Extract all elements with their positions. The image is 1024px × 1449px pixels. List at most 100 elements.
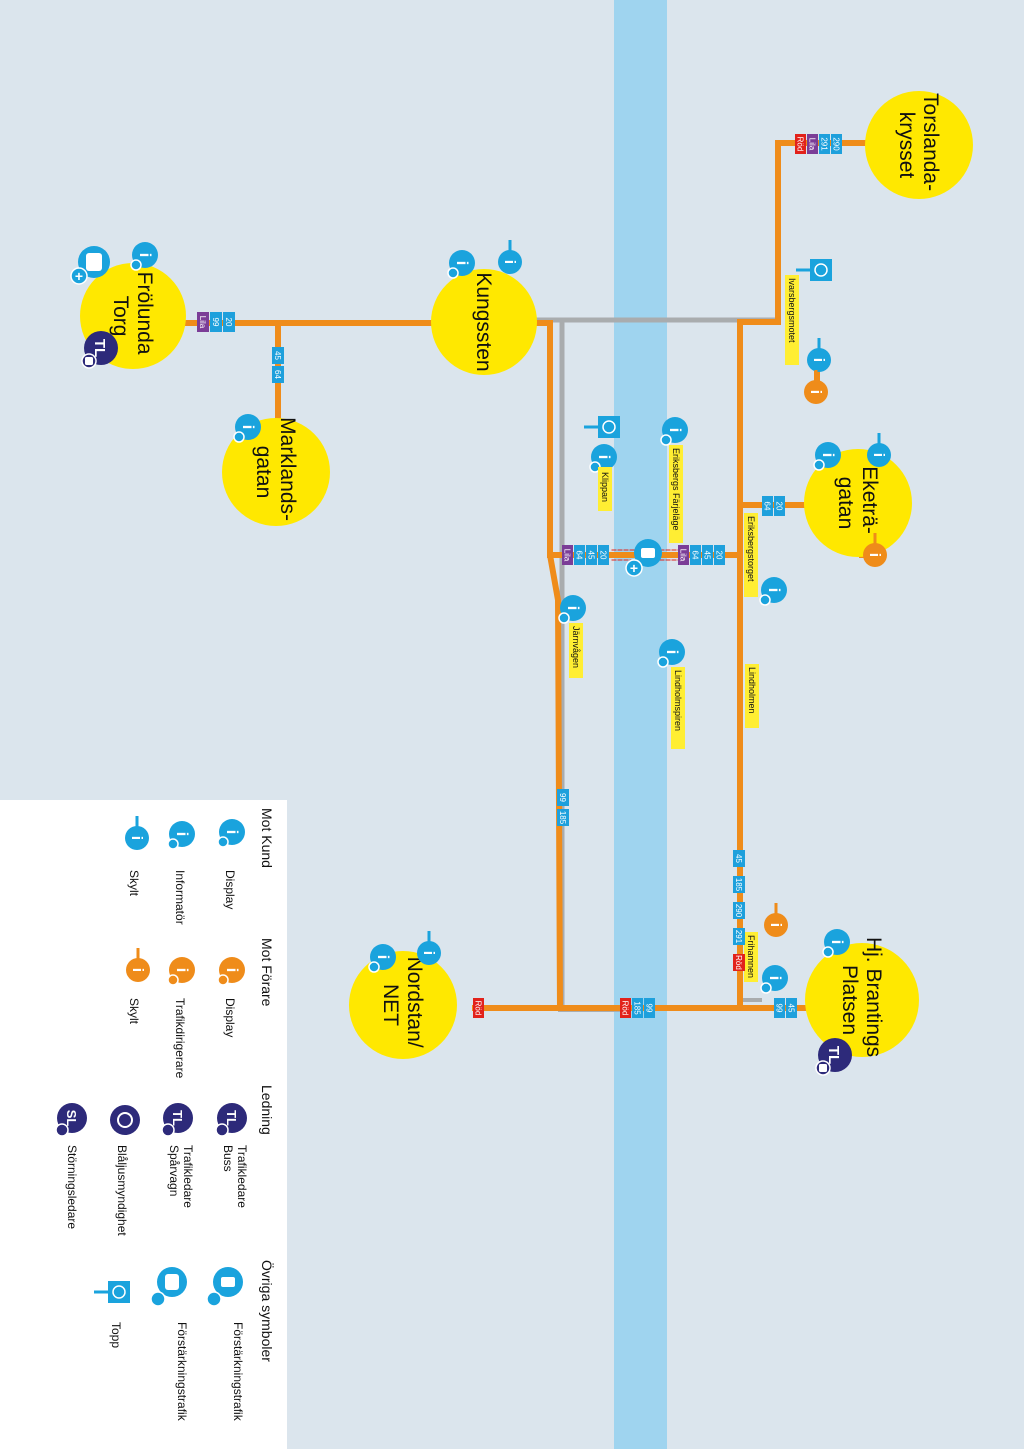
legend-item-label: Förstärkningstrafik	[231, 1322, 245, 1422]
legend-item-label: Informatör	[173, 870, 187, 925]
line-badge	[678, 545, 689, 565]
legend-item-label: Trafikledare	[235, 1145, 249, 1208]
hub-circle	[349, 951, 457, 1059]
svg-text:Nordstan/ NET: Nordstan/ NET	[379, 957, 426, 1054]
legend-item-label: Spårvagn	[167, 1145, 181, 1196]
line-badge	[574, 545, 585, 565]
line-badge	[557, 789, 569, 806]
hub-label: gatan	[834, 477, 857, 530]
line-badge-label: Lila	[679, 549, 688, 562]
svg-text:Trafikledare Spårvagn: Trafikledare Spårvagn	[167, 1145, 195, 1211]
hub-label: Eketrä-	[858, 466, 881, 534]
hub-label: Torg	[109, 296, 132, 337]
hub-label: Marklands-	[276, 417, 299, 521]
svg-text:Lindholmspiren: Lindholmspiren	[673, 670, 683, 731]
line-badge	[733, 850, 745, 867]
legend-item-label: Störningsledare	[65, 1145, 79, 1229]
hub-circle	[431, 269, 537, 375]
legend-item-label: Display	[223, 998, 237, 1037]
hub-circle	[222, 418, 330, 526]
line-badge-label: 64	[575, 551, 584, 560]
svg-text:Trafikledare Buss: Trafikledare Buss	[221, 1145, 249, 1211]
line-badge	[272, 347, 284, 364]
hub-label: Torslanda-	[919, 93, 942, 191]
stop-label-jarnvagen: Järnvågen	[569, 623, 583, 678]
svg-text:SL: SL	[64, 1110, 79, 1127]
line-badge-label: 45	[587, 551, 596, 560]
hub-label: Frölunda	[133, 272, 156, 355]
line-badge-label: Röd	[621, 1001, 630, 1016]
svg-text:+: +	[630, 560, 638, 576]
legend-item-label: Display	[223, 870, 237, 909]
legend-item-label: Buss	[221, 1145, 235, 1172]
line-badge-label: 45	[273, 351, 282, 360]
badge-group-west_vertical: 99 185	[557, 789, 569, 826]
legend-item-label: Trafikdirigerare	[173, 998, 187, 1079]
line-badge-label: Röd	[734, 955, 743, 970]
line-badge-label: Lila	[563, 549, 572, 562]
stop-label-eriksbergstorget: Eriksbergstorget	[744, 513, 758, 597]
svg-text:Eriksbergs Färjeläge: Eriksbergs Färjeläge	[671, 448, 681, 531]
legend-item-label: Förstärkningstrafik	[175, 1322, 189, 1422]
line-badge-label: 99	[558, 793, 567, 802]
hub-nordstan[interactable]: Nordstan/ NET	[349, 951, 457, 1059]
traffic-controller-bus-icon: TL	[815, 1037, 853, 1076]
hub-kungssten[interactable]: Kungssten	[431, 269, 537, 375]
line-badge-label: 99	[211, 318, 220, 327]
line-badge	[733, 902, 745, 919]
traffic-controller-bus-icon: TL	[215, 1103, 247, 1137]
emergency-authority-icon	[110, 1105, 140, 1135]
hub-label: Nordstan/	[403, 957, 426, 1048]
line-badge-label: 45	[787, 1004, 796, 1013]
line-badge-label: 45	[703, 551, 712, 560]
svg-text:Hj. Brantings Platsen: Hj. Brantings Platsen	[838, 937, 885, 1063]
stop-label-lindholmen: Lindholmen	[745, 664, 759, 728]
legend: Mot Kund Display Informatör Skylt Mot Fö…	[0, 800, 287, 1449]
line-badge	[774, 998, 785, 1018]
svg-text:+: +	[75, 268, 83, 284]
svg-text:Lindholmen: Lindholmen	[747, 667, 757, 714]
line-badge-label: 185	[633, 1001, 642, 1015]
badge-group-nordstan: Röd	[473, 998, 484, 1018]
svg-text:Eketrä- gatan: Eketrä- gatan	[834, 466, 881, 540]
hub-eketragatan[interactable]: Eketrä- gatan	[804, 449, 912, 557]
line-badge-label: 290	[832, 137, 841, 151]
line-badge	[562, 545, 573, 565]
svg-text:TL: TL	[91, 339, 108, 357]
stop-label-lindholmspiren: Lindholmspiren	[671, 667, 685, 749]
line-badge	[473, 998, 484, 1018]
river	[614, 0, 667, 1449]
line-badge	[632, 998, 643, 1018]
line-badge	[557, 809, 569, 826]
line-badge	[733, 876, 745, 893]
hub-torslandakrysset[interactable]: Torslanda- krysset	[865, 91, 973, 199]
legend-item-label: Skylt	[127, 870, 141, 897]
svg-text:Kungssten: Kungssten	[472, 272, 495, 371]
line-badge	[733, 928, 745, 945]
line-badge	[795, 134, 806, 154]
line-badge	[620, 998, 631, 1018]
line-badge	[774, 496, 785, 516]
line-badge	[786, 998, 797, 1018]
legend-title-ledning: Ledning	[259, 1085, 275, 1135]
line-badge	[210, 312, 222, 332]
line-badge	[831, 134, 842, 154]
line-badge-label: Lila	[198, 316, 207, 329]
line-badge-label: 185	[558, 811, 567, 825]
hub-label: Platsen	[838, 965, 861, 1035]
hub-brantings[interactable]: Hj. Brantings Platsen	[805, 937, 919, 1063]
stop-label-ivarsbergsmotet: Ivarsbergsmotet	[785, 275, 799, 365]
svg-text:Marklands- gatan: Marklands- gatan	[252, 417, 299, 527]
svg-text:Ivarsbergsmotet: Ivarsbergsmotet	[787, 278, 797, 343]
line-badge	[733, 954, 745, 971]
hub-marklandsgatan[interactable]: Marklands- gatan	[222, 417, 330, 527]
line-badge	[223, 312, 235, 332]
reinforcement-bus-icon	[150, 1267, 187, 1307]
